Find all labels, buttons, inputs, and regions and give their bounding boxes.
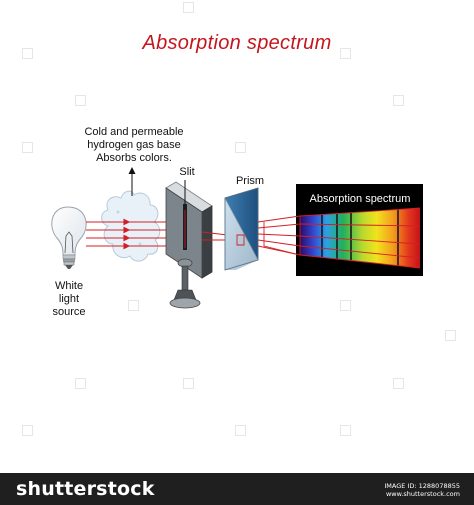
watermark-tile xyxy=(445,330,456,341)
watermark-tile xyxy=(235,142,246,153)
watermark-tile xyxy=(128,300,139,311)
watermark-tile xyxy=(340,425,351,436)
dispersed-rays xyxy=(257,207,421,269)
site-url: www.shutterstock.com xyxy=(385,490,460,498)
gas-pointer-arrow xyxy=(128,167,136,196)
image-id-block: IMAGE ID: 1288078855 www.shutterstock.co… xyxy=(384,482,460,498)
source-label-line1: White xyxy=(54,280,84,292)
watermark-tile xyxy=(22,48,33,59)
watermark-tile xyxy=(75,378,86,389)
prism xyxy=(224,187,259,271)
watermark-tile xyxy=(393,378,404,389)
gas-label: Cold and permeable hydrogen gas base Abs… xyxy=(72,126,196,165)
gas-label-line1: Cold and permeable xyxy=(84,126,184,138)
hydrogen-gas-cloud xyxy=(101,190,161,262)
gas-label-line2: hydrogen gas base xyxy=(87,139,181,151)
incident-light-rays xyxy=(86,218,176,250)
diagram-title: Absorption spectrum xyxy=(142,32,332,54)
watermark-tile xyxy=(393,95,404,106)
watermark-tile xyxy=(235,425,246,436)
watermark-tile xyxy=(340,300,351,311)
image-id: IMAGE ID: 1288078855 xyxy=(384,482,460,490)
slit-label: Slit xyxy=(179,166,195,178)
source-label-line2: light xyxy=(58,293,80,305)
slit-plate xyxy=(165,180,213,279)
watermark-tile xyxy=(75,95,86,106)
watermark-tile xyxy=(340,48,351,59)
screen-label: Absorption spectrum xyxy=(309,193,411,205)
brand-logo: shutterstock xyxy=(16,478,155,500)
watermark-tile xyxy=(183,2,194,13)
footer-bar: shutterstock IMAGE ID: 1288078855 www.sh… xyxy=(0,473,474,505)
watermark-tile xyxy=(22,425,33,436)
spectrum-screen xyxy=(296,184,423,276)
light-bulb-icon xyxy=(51,206,87,269)
gas-label-line3: Absorbs colors. xyxy=(96,152,172,164)
source-label: White light source xyxy=(44,280,94,319)
prism-label: Prism xyxy=(235,175,265,187)
watermark-tile xyxy=(183,378,194,389)
slit-stand xyxy=(169,258,201,309)
watermark-tile xyxy=(22,142,33,153)
source-label-line3: source xyxy=(52,306,86,318)
